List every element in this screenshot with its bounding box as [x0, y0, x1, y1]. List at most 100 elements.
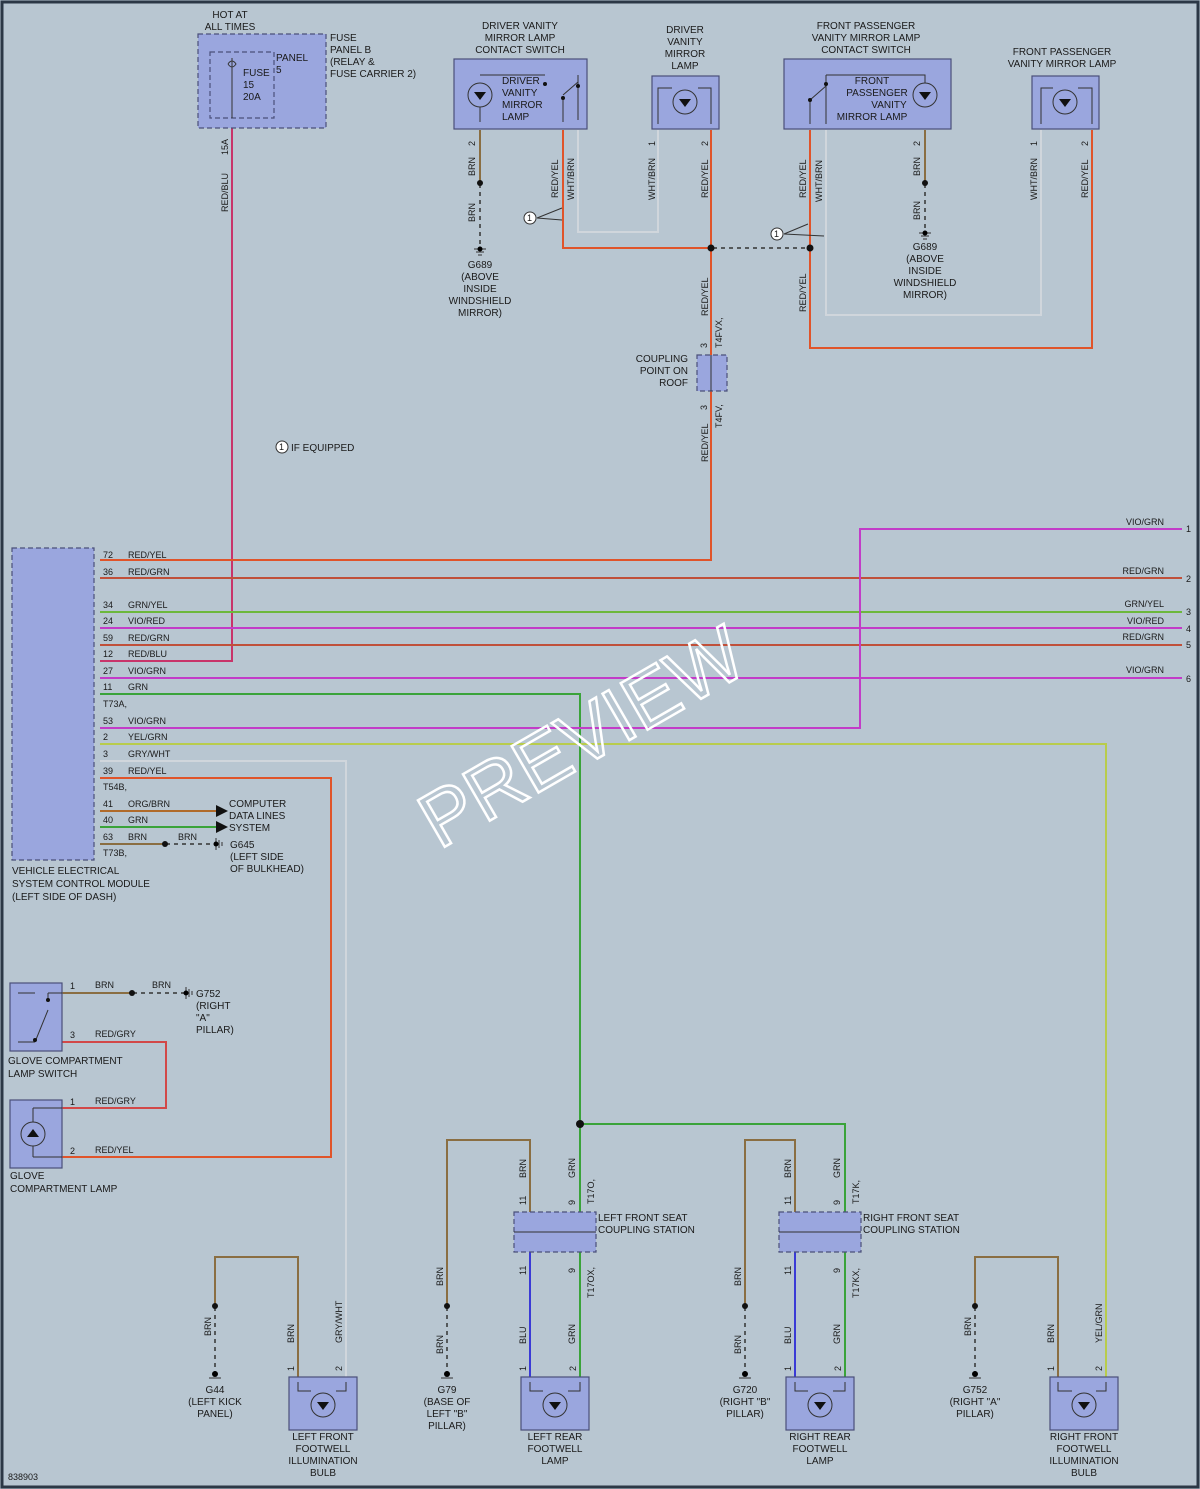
- splice-dot: [922, 180, 928, 186]
- wire-label: ORG/BRN: [128, 799, 170, 809]
- lamp-label: BULB: [310, 1468, 336, 1479]
- wire-label: YEL/GRN: [1094, 1303, 1104, 1343]
- wire-right-seat-brn: [744, 1139, 796, 1305]
- wire-left-seat-brn: [446, 1139, 531, 1305]
- wire-2-yel-grn: [100, 743, 1107, 1378]
- if-equipped-marker: 1: [523, 207, 563, 225]
- ground-label: INSIDE: [463, 284, 497, 295]
- ground-icon: [183, 987, 193, 999]
- wire-label: BLU: [518, 1326, 528, 1344]
- wire-label: GRN: [567, 1324, 577, 1344]
- pin-label: 3: [699, 343, 709, 348]
- ground-label: PILLAR): [956, 1409, 994, 1420]
- if-equipped-marker: 1: [770, 223, 825, 241]
- ground-label: WINDSHIELD: [894, 278, 957, 289]
- driver-switch-inner: MIRROR: [502, 100, 543, 111]
- ground-label: G720: [733, 1385, 758, 1396]
- driver-vanity-lamp: [651, 75, 720, 130]
- wire-label: RED/YEL: [798, 273, 808, 312]
- wire-glove-red-gry: [62, 1041, 167, 1109]
- wire-label: RED/YEL: [128, 766, 167, 776]
- wire-label: VIO/RED: [1127, 616, 1165, 626]
- pin-label: 1: [518, 1366, 528, 1371]
- wire-label: BRN: [912, 201, 922, 220]
- right-front-footwell-bulb: [1049, 1376, 1119, 1431]
- fuse-panel-label: (RELAY &: [330, 57, 375, 68]
- wire-label: RED/BLU: [128, 649, 167, 659]
- wire-label: RED/GRY: [95, 1096, 136, 1106]
- fuse-inner: 20A: [243, 92, 261, 103]
- svg-text:IF EQUIPPED: IF EQUIPPED: [291, 443, 354, 454]
- splice-dot: [444, 1303, 450, 1309]
- glove-switch-label: GLOVE COMPARTMENT: [8, 1056, 123, 1067]
- preview-watermark: PREVIEW: [404, 608, 760, 864]
- module-label: VEHICLE ELECTRICAL: [12, 866, 120, 877]
- wire-label: RED/GRN: [128, 633, 170, 643]
- wire-label: RED/GRN: [128, 567, 170, 577]
- wire-53-vio-grn: [100, 528, 1182, 729]
- edge-number: 2: [1186, 574, 1191, 584]
- lamp-label: FOOTWELL: [527, 1444, 582, 1455]
- connector-label: T73B,: [103, 848, 127, 858]
- wire-label: BRN: [435, 1335, 445, 1354]
- wire-label: RED/YEL: [700, 159, 710, 198]
- pin-label: 11: [783, 1266, 793, 1275]
- pass-lamp-title: VANITY MIRROR LAMP: [1008, 59, 1117, 70]
- wire-label: GRN: [832, 1324, 842, 1344]
- wire-label: BRN: [1046, 1324, 1056, 1343]
- wire-label: BRN: [203, 1317, 213, 1336]
- wire-label: WHT/BRN: [814, 160, 824, 202]
- wire-label: BRN: [912, 157, 922, 176]
- pin-label: 2: [70, 1146, 75, 1156]
- pin-label: 2: [103, 732, 108, 742]
- right-seat-label: COUPLING STATION: [863, 1225, 960, 1236]
- edge-number: 3: [1186, 607, 1191, 617]
- wire-label: RED/GRN: [1122, 632, 1164, 642]
- wire-left-front-brn: [214, 1256, 299, 1378]
- wire-label: BRN: [152, 980, 171, 990]
- wire-label: BRN: [733, 1335, 743, 1354]
- wire-label: GRN: [567, 1158, 577, 1178]
- left-front-footwell-bulb: [288, 1376, 358, 1431]
- wire-label: VIO/GRN: [1126, 517, 1164, 527]
- ground-label: PANEL): [197, 1409, 232, 1420]
- pin-label: 3: [699, 405, 709, 410]
- lamp-label: FOOTWELL: [295, 1444, 350, 1455]
- pin-label: 11: [518, 1266, 528, 1275]
- wire-label: VIO/RED: [128, 616, 166, 626]
- wire-pass-switch-wht-brn: [825, 130, 1042, 316]
- passenger-vanity-switch: [783, 58, 952, 130]
- wire-label: RED/GRY: [95, 1029, 136, 1039]
- edge-number: 4: [1186, 624, 1191, 634]
- roof-coupling-label: COUPLING: [636, 354, 688, 365]
- fuse-panel-label: PANEL B: [330, 45, 371, 56]
- splice-dot: [576, 1120, 584, 1128]
- edge-number: 1: [1186, 524, 1191, 534]
- arrow-icon: [216, 821, 228, 833]
- wire-label: BRN: [128, 832, 147, 842]
- ground-icon: [474, 246, 486, 256]
- lamp-label: LEFT FRONT: [292, 1432, 353, 1443]
- pin-label: 2: [568, 1366, 578, 1371]
- left-seat-label: LEFT FRONT SEAT: [598, 1213, 687, 1224]
- right-seat-coupling: [778, 1211, 862, 1253]
- pass-switch-title: VANITY MIRROR LAMP: [812, 33, 921, 44]
- ground-label: PILLAR): [726, 1409, 764, 1420]
- roof-coupling-label: POINT ON: [640, 366, 688, 377]
- ground-label: G689: [913, 242, 938, 253]
- wire-label: BRN: [286, 1324, 296, 1343]
- ground-label: G645: [230, 840, 255, 851]
- pass-switch-title: FRONT PASSENGER: [817, 21, 916, 32]
- pin-label: 2: [912, 141, 922, 146]
- pin-label: 1: [783, 1366, 793, 1371]
- diagram-id: 838903: [8, 1472, 38, 1482]
- pin-label: 9: [567, 1268, 577, 1273]
- ground-label: G689: [468, 260, 493, 271]
- wire-label: BRN: [178, 832, 197, 842]
- wire-label: RED/YEL: [128, 550, 167, 560]
- left-rear-footwell-lamp: [520, 1376, 590, 1431]
- svg-text:1: 1: [527, 213, 532, 223]
- ground-label: OF BULKHEAD): [230, 864, 304, 875]
- pin-label: 12: [103, 649, 113, 659]
- wire-label: RED/YEL: [1080, 159, 1090, 198]
